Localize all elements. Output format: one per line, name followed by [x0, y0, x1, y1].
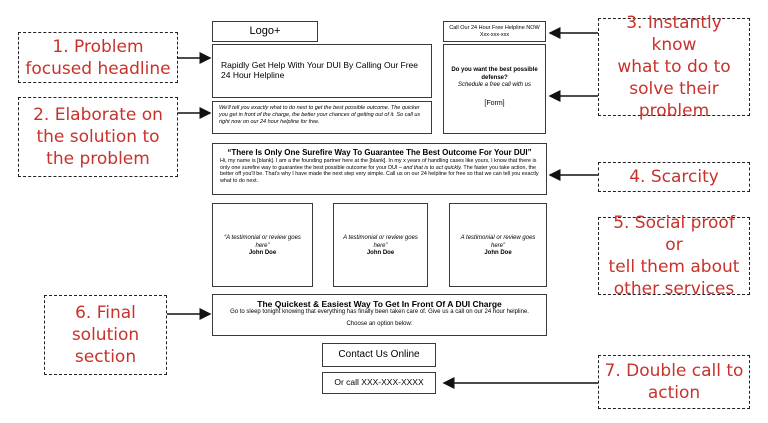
headline-text: Rapidly Get Help With Your DUI By Callin…: [221, 60, 418, 80]
annotation-line: focused headline: [25, 58, 171, 79]
annotation-line: 3. Instantly know: [626, 13, 722, 55]
annotation-line: 7. Double call to: [604, 361, 744, 381]
scarcity-body-emphasis: and that is to act quickly.: [403, 164, 463, 171]
scarcity-box: “There Is Only One Surefire Way To Guara…: [212, 143, 547, 195]
annotation-line: 4. Scarcity: [629, 167, 719, 187]
form-box: Do you want the best possible defense? S…: [443, 44, 546, 134]
annotation-line: the solution to: [36, 127, 160, 147]
final-solution-box: The Quickest & Easiest Way To Get In Fro…: [212, 294, 547, 336]
elaborate-box: We'll tell you exactly what to do next t…: [212, 101, 432, 134]
testimonial-quote: A testimonial or review goes here”: [343, 235, 418, 249]
form-placeholder[interactable]: [Form]: [484, 99, 505, 107]
annotation-line: the problem: [46, 149, 150, 169]
final-body: Go to sleep tonight knowing that everyth…: [230, 309, 529, 315]
helpline-line2: Xxx-xxx-xxx: [479, 31, 510, 38]
scarcity-body-b: The faster you take action, the better o…: [220, 164, 539, 184]
annotation-line: action: [647, 383, 701, 403]
annotation-line: what to do to: [617, 57, 731, 77]
final-title: The Quickest & Easiest Way To Get In Fro…: [257, 299, 502, 309]
testimonial-quote: “A testimonial or review goes here”: [224, 235, 301, 249]
annotation-scarcity: 4. Scarcity: [598, 162, 750, 192]
testimonial-author: John Doe: [248, 250, 277, 256]
testimonial-card: “A testimonial or review goes here” John…: [212, 203, 313, 287]
contact-online-label: Contact Us Online: [338, 349, 420, 360]
testimonial-card: A testimonial or review goes here” John …: [333, 203, 428, 287]
headline-box: Rapidly Get Help With Your DUI By Callin…: [212, 44, 432, 98]
annotation-line: solution: [71, 325, 140, 345]
form-subtext: Schedule a free call with us: [457, 82, 532, 88]
testimonial-card: A testimonial or review goes here” John …: [449, 203, 547, 287]
annotation-line: 2. Elaborate on: [33, 105, 163, 125]
annotation-line: section: [74, 347, 137, 367]
annotation-line: other services: [613, 279, 735, 299]
annotation-line: problem: [638, 101, 710, 121]
scarcity-body: Hi, my name is [blank]. I am a the found…: [220, 158, 539, 184]
annotation-line: 1. Problem: [52, 36, 144, 57]
testimonial-author: John Doe: [484, 250, 512, 256]
contact-online-button[interactable]: Contact Us Online: [322, 343, 436, 367]
form-question: Do you want the best possible defense?: [451, 67, 538, 81]
annotation-line: solve their: [629, 79, 719, 99]
call-button[interactable]: Or call XXX-XXX-XXXX: [322, 372, 436, 394]
logo-box: Logo+: [212, 21, 318, 42]
annotation-line: 5. Social proof or: [613, 213, 735, 255]
scarcity-title: “There Is Only One Surefire Way To Guara…: [227, 148, 532, 157]
elaborate-text: We'll tell you exactly what to do next t…: [219, 105, 421, 125]
helpline-line1: Call Our 24 Hour Free Helpline NOW: [449, 25, 540, 31]
final-choose: Choose an option below:: [346, 320, 413, 327]
helpline-box: Call Our 24 Hour Free Helpline NOW Xxx-x…: [443, 21, 546, 42]
testimonial-author: John Doe: [366, 250, 395, 256]
testimonial-quote: A testimonial or review goes here”: [460, 235, 536, 249]
call-button-label: Or call XXX-XXX-XXXX: [334, 377, 424, 387]
annotation-line: 6. Final: [75, 303, 136, 323]
logo-text: Logo+: [249, 25, 281, 37]
scarcity-body-a: Hi, my name is [blank]. I am a the found…: [220, 158, 537, 171]
annotation-line: tell them about: [608, 257, 740, 277]
